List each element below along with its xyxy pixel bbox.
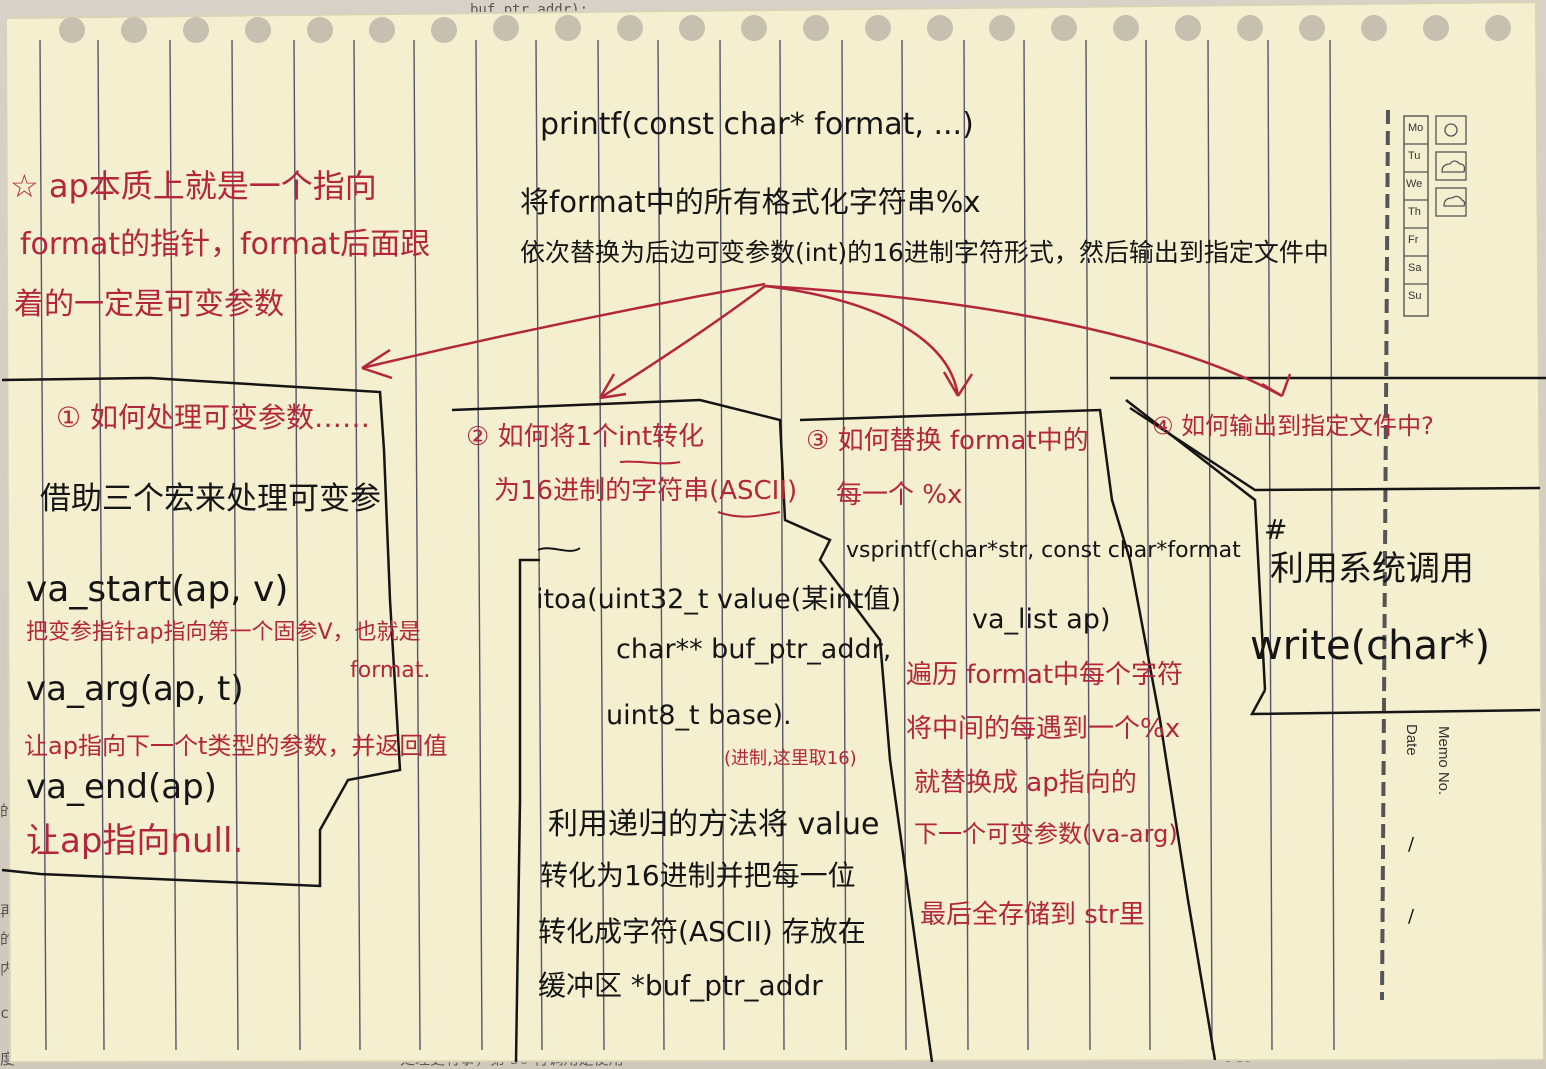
star-note-line-3: 着的一定是可变参数 (14, 287, 284, 322)
section2-base-note: (进制,这里取16) (724, 748, 857, 769)
weekday-label: Tu (1408, 150, 1421, 162)
section4-title: ④ 如何输出到指定文件中? (1152, 412, 1434, 440)
section3-desc-5: 最后全存储到 str里 (920, 900, 1145, 930)
section2-title-a: ② 如何将1个int转化 (466, 422, 705, 452)
section1-note-va-arg: 让ap指向下一个t类型的参数，并返回值 (24, 732, 448, 760)
section2-code-itoa-b: char** buf_ptr_addr, (616, 634, 892, 665)
weekday-label: Mo (1408, 122, 1424, 134)
header-line-2: 依次替换为后边可变参数(int)的16进制字符形式，然后输出到指定文件中 (520, 238, 1329, 267)
section3-title-b: 每一个 %x (836, 480, 963, 510)
header-line-1: 将format中的所有格式化字符串%x (520, 185, 981, 219)
section1-code-va-arg: va_arg(ap, t) (26, 669, 244, 709)
section3-code-vsprintf-a: vsprintf(char*str, const char*format (846, 538, 1241, 563)
cloud-sun-icon (1435, 151, 1467, 181)
section1-note-va-start-a: 把变参指针ap指向第一个固参V，也就是 (26, 620, 421, 645)
section3-code-vsprintf-b: va_list ap) (972, 604, 1111, 635)
section4-desc: 利用系统调用 (1270, 549, 1474, 589)
section1-code-va-start: va_start(ap, v) (26, 569, 289, 610)
memo-slash-1: / (1408, 834, 1415, 855)
section3-title-a: ③ 如何替换 format中的 (806, 426, 1089, 456)
section1-title: ① 如何处理可变参数…… (56, 401, 371, 434)
section4-hash-mark: # (1264, 513, 1288, 546)
weekday-label: Th (1408, 206, 1421, 218)
printf-signature: printf(const char* format, ...) (540, 107, 974, 142)
section2-code-itoa-a: itoa(uint32_t value(某int值) (536, 584, 902, 615)
section2-desc-1: 利用递归的方法将 value (548, 807, 880, 842)
sun-icon (1435, 115, 1467, 145)
section2-title-b: 为16进制的字符串(ASCII) (494, 476, 798, 506)
weekday-label: We (1406, 178, 1423, 190)
weekday-label: Fr (1408, 234, 1419, 246)
section1-note-va-end: 让ap指向null. (26, 821, 244, 861)
star-note-line-1: ☆ ap本质上就是一个指向 (10, 167, 377, 205)
section4-code-write: write(char*) (1250, 623, 1491, 669)
section3-desc-2: 将中间的每遇到一个%x (906, 714, 1181, 744)
section3-desc-1: 遍历 format中每个字符 (906, 660, 1184, 690)
date-label: Date (1403, 724, 1420, 756)
weekday-label: Su (1408, 290, 1422, 302)
rain-icon (1435, 187, 1467, 217)
section3-desc-4: 下一个可变参数(va-arg) (914, 820, 1178, 848)
section1-subtitle: 借助三个宏来处理可变参 (40, 481, 381, 517)
section3-desc-3: 就替换成 ap指向的 (914, 768, 1137, 798)
star-note-line-2: format的指针，format后面跟 (20, 227, 431, 262)
memo-no-label: Memo No. (1435, 726, 1452, 796)
section1-note-va-start-b: format. (350, 658, 431, 683)
section2-code-itoa-c: uint8_t base). (606, 700, 792, 731)
section2-desc-4: 缓冲区 *buf_ptr_addr (538, 969, 823, 1002)
section2-desc-3: 转化成字符(ASCII) 存放在 (538, 915, 866, 948)
weekday-label: Sa (1408, 262, 1422, 274)
memo-slash-2: / (1408, 906, 1415, 927)
section1-code-va-end: va_end(ap) (26, 767, 217, 807)
section2-desc-2: 转化为16进制并把每一位 (540, 859, 856, 892)
